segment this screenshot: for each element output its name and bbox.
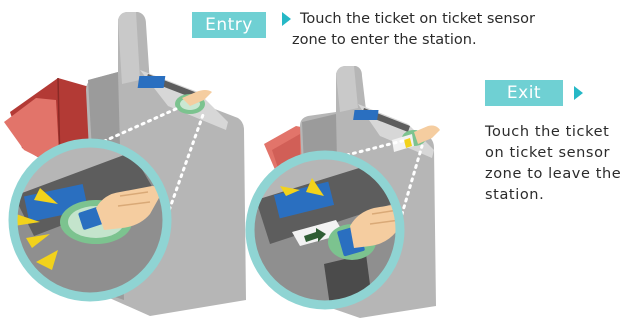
exit-badge: Exit [485,80,563,106]
exit-instructions: Touch the ticket on ticket sensor zone t… [485,122,621,206]
exit-display-screen [353,110,378,120]
entry-display-screen [138,76,166,88]
exit-instruction-line-3: zone to leave the [485,164,621,185]
exit-instruction-line-4: station. [485,185,621,206]
exit-instruction-line-2: on ticket sensor [485,143,621,164]
exit-arrow-icon-title [574,86,583,100]
exit-instruction-line-1: Touch the ticket [485,122,621,143]
entry-arrow-icon [282,12,291,26]
entry-instructions: Touch the ticket on ticket sensor zone t… [300,9,535,51]
entry-badge: Entry [192,12,266,38]
entry-instruction-line-2: zone to enter the station. [292,30,535,51]
entry-instruction-line-1: Touch the ticket on ticket sensor [300,9,535,30]
